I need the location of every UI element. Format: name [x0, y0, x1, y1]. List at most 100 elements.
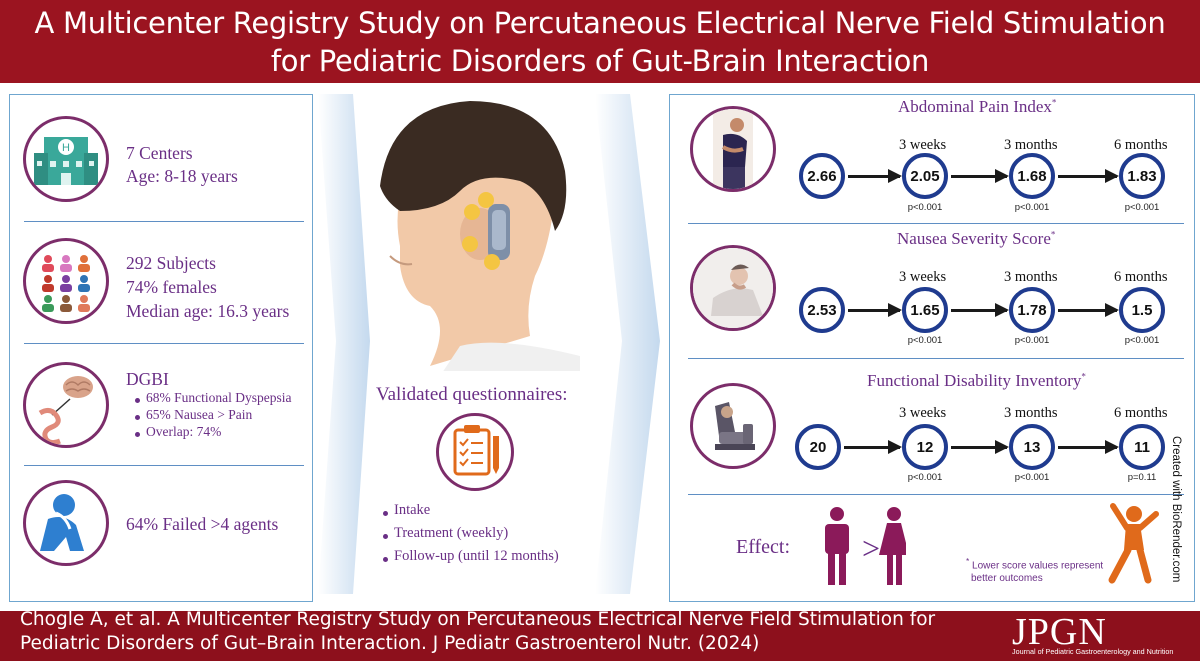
- asterisk-marker: *: [966, 556, 970, 566]
- bullet: [135, 398, 140, 403]
- arrow: [1058, 169, 1119, 183]
- people-circle: [23, 238, 109, 324]
- age-range-text: Age: 8-18 years: [126, 166, 238, 186]
- bullet: [383, 534, 388, 539]
- p-value: p<0.001: [1014, 472, 1050, 483]
- arrow: [951, 440, 1009, 454]
- questionnaire-intake: Intake: [394, 502, 431, 518]
- nausea-icon: [693, 248, 773, 328]
- p-value: p<0.001: [1124, 202, 1160, 213]
- subjects-text: 292 Subjects: [126, 253, 216, 273]
- value-6-months: 1.5: [1119, 287, 1165, 333]
- jpgn-logo: JPGN: [1012, 611, 1107, 653]
- timepoint-label: 3 weeks: [899, 269, 947, 285]
- questionnaires-title: Validated questionnaires:: [376, 384, 568, 405]
- dgbi-item-dyspepsia: 68% Functional Dyspepsia: [146, 390, 292, 405]
- female-icon: [879, 507, 906, 585]
- outcome-title-api: Abdominal Pain Index*: [898, 97, 1056, 117]
- outcome-title-nausea: Nausea Severity Score*: [897, 229, 1055, 249]
- outcome-title-text: Abdominal Pain Index: [898, 97, 1052, 116]
- questionnaire-treatment: Treatment (weekly): [394, 525, 509, 541]
- timepoint-label: 6 months: [1114, 405, 1168, 421]
- outcome-title-fdi: Functional Disability Inventory*: [867, 371, 1086, 391]
- arrow: [848, 303, 902, 317]
- p-value: p<0.001: [1014, 335, 1050, 346]
- arrow: [1058, 440, 1119, 454]
- footnote-line-1: Lower score values represent: [972, 560, 1104, 572]
- timepoint-label: 3 weeks: [899, 405, 947, 421]
- hospital-circle: H: [23, 116, 109, 202]
- value-3-months: 1.78: [1009, 287, 1055, 333]
- clipboard-circle: [436, 413, 514, 491]
- bullet: [383, 511, 388, 516]
- value-6-months: 11: [1119, 424, 1165, 470]
- abdominal-pain-circle: [690, 106, 776, 192]
- questionnaire-followup: Follow-up (until 12 months): [394, 548, 559, 564]
- value-3-weeks: 1.65: [902, 287, 948, 333]
- recliner-icon: [715, 402, 755, 450]
- biorender-credit: Created with BioRender.com: [1170, 436, 1182, 583]
- dgbi-circle: [23, 362, 109, 448]
- title-line-1: A Multicenter Registry Study on Percutan…: [34, 6, 1166, 40]
- bullet: [383, 557, 388, 562]
- hospital-icon: H: [34, 137, 98, 185]
- timepoint-label: 3 months: [1004, 405, 1058, 421]
- timepoint-label: 3 months: [1004, 269, 1058, 285]
- failed-agents-text: 64% Failed >4 agents: [126, 514, 279, 534]
- divider: [24, 221, 304, 222]
- baseline-value: 2.53: [799, 287, 845, 333]
- arrow: [844, 440, 902, 454]
- median-age-text: Median age: 16.3 years: [126, 301, 290, 321]
- value-3-months: 13: [1009, 424, 1055, 470]
- bullet: [135, 415, 140, 420]
- value-3-weeks: 12: [902, 424, 948, 470]
- centers-text: 7 Centers: [126, 143, 193, 163]
- bullet: [135, 432, 140, 437]
- asterisk-marker: *: [1051, 97, 1057, 108]
- value-6-months: 1.83: [1119, 153, 1165, 199]
- greater-than-symbol: >: [862, 530, 881, 566]
- value-3-weeks: 2.05: [902, 153, 948, 199]
- p-value: p<0.001: [907, 335, 943, 346]
- flow-chevrons: [318, 94, 660, 594]
- divider: [688, 494, 1184, 495]
- abdominal-pain-icon: [713, 109, 753, 189]
- effect-label: Effect:: [736, 536, 791, 558]
- p-value: p<0.001: [1124, 335, 1160, 346]
- distressed-person-icon: [40, 494, 84, 551]
- divider: [24, 465, 304, 466]
- jpgn-logo-subtitle: Journal of Pediatric Gastroenterology an…: [1012, 647, 1174, 656]
- p-value: p=0.11: [1127, 472, 1157, 483]
- brain-gut-icon: [38, 376, 93, 445]
- footnote-line-2: better outcomes: [971, 573, 1043, 585]
- citation-line-2: Pediatric Disorders of Gut–Brain Interac…: [20, 633, 760, 654]
- asterisk-marker: *: [1081, 371, 1086, 382]
- recliner-circle: [690, 383, 776, 469]
- dgbi-title: DGBI: [126, 369, 169, 389]
- p-value: p<0.001: [907, 472, 943, 483]
- citation-line-1: Chogle A, et al. A Multicenter Registry …: [20, 609, 936, 630]
- p-value: p<0.001: [907, 202, 943, 213]
- divider: [24, 343, 304, 344]
- timepoint-label: 6 months: [1114, 137, 1168, 153]
- male-icon: [825, 507, 849, 585]
- head-with-device-icon: [380, 101, 580, 371]
- distress-circle: [23, 480, 109, 566]
- footnote: * Lower score values represent better ou…: [966, 555, 1103, 585]
- footer-banner: [0, 611, 1200, 661]
- arrow: [1058, 303, 1119, 317]
- divider: [688, 223, 1184, 224]
- timepoint-label: 6 months: [1114, 269, 1168, 285]
- arrow: [848, 169, 902, 183]
- outcome-title-text: Nausea Severity Score: [897, 229, 1051, 248]
- baseline-value: 2.66: [799, 153, 845, 199]
- asterisk-marker: *: [1050, 229, 1056, 240]
- timepoint-label: 3 months: [1004, 137, 1058, 153]
- outcome-title-text: Functional Disability Inventory: [867, 371, 1082, 390]
- dgbi-item-overlap: Overlap: 74%: [146, 424, 222, 439]
- people-group-icon: [42, 255, 90, 312]
- baseline-value: 20: [795, 424, 841, 470]
- dgbi-item-nausea: 65% Nausea > Pain: [146, 407, 253, 422]
- nausea-circle: [690, 245, 776, 331]
- title-line-2: for Pediatric Disorders of Gut-Brain Int…: [270, 44, 930, 78]
